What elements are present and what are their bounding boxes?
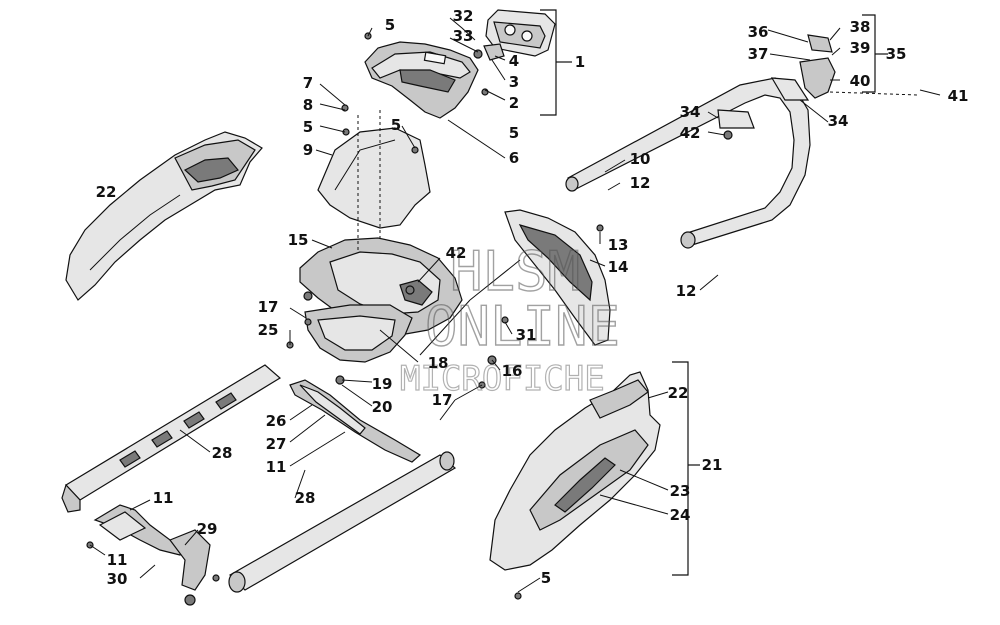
callout-21: 21 (702, 456, 723, 474)
callout-39: 39 (850, 39, 871, 57)
callout-2: 2 (509, 94, 519, 112)
callout-31: 31 (516, 326, 537, 344)
callout-32: 32 (453, 7, 474, 25)
callout-13: 13 (608, 236, 629, 254)
callout-35: 35 (886, 45, 907, 63)
callout-7: 7 (303, 74, 313, 92)
lower-side-panel (489, 371, 661, 571)
callout-36: 36 (748, 23, 769, 41)
callout-27: 27 (266, 435, 287, 453)
handle-clamp-34 (717, 77, 810, 129)
taillight-housing (364, 41, 479, 119)
callout-37: 37 (748, 45, 769, 63)
callout-24: 24 (670, 506, 691, 524)
taillight-lens (485, 9, 556, 57)
right-fender-side (504, 209, 611, 346)
callout-labels: 5 32 33 4 3 2 1 7 8 5 5 5 9 6 22 15 42 1… (96, 7, 969, 588)
callout-17: 17 (258, 298, 279, 316)
callout-34: 34 (680, 103, 701, 121)
callout-22: 22 (668, 384, 689, 402)
handle-bracket-35 (799, 34, 836, 99)
callout-6: 6 (509, 149, 519, 167)
callout-42: 42 (446, 244, 467, 262)
callout-33: 33 (453, 27, 474, 45)
callout-5: 5 (509, 124, 519, 142)
callout-22: 22 (96, 183, 117, 201)
callout-11: 11 (107, 551, 128, 569)
callout-26: 26 (266, 412, 287, 430)
leader-lines (89, 17, 941, 593)
mount-bracket-left (93, 504, 211, 591)
callout-12: 12 (676, 282, 697, 300)
callout-11: 11 (266, 458, 287, 476)
callout-42: 42 (680, 124, 701, 142)
callout-10: 10 (630, 150, 651, 168)
watermark: HLSM ONLINE MICROFICHE (399, 239, 620, 399)
callout-9: 9 (303, 141, 313, 159)
callout-19: 19 (372, 375, 393, 393)
callout-25: 25 (258, 321, 279, 339)
bumper-bar-lower (228, 451, 457, 593)
callout-17: 17 (432, 391, 453, 409)
callout-34: 34 (828, 112, 849, 130)
callout-5: 5 (385, 16, 395, 34)
callout-14: 14 (608, 258, 629, 276)
callout-5: 5 (541, 569, 551, 587)
callout-20: 20 (372, 398, 393, 416)
callout-5: 5 (303, 118, 313, 136)
left-side-panel (65, 131, 263, 301)
bulb-socket (473, 43, 505, 61)
callout-38: 38 (850, 18, 871, 36)
callout-40: 40 (850, 72, 871, 90)
watermark-line-2: ONLINE (425, 295, 620, 358)
group-brackets (540, 9, 888, 576)
watermark-line-1: HLSM (450, 240, 580, 303)
mount-bracket-right (289, 379, 422, 463)
callout-28: 28 (212, 444, 233, 462)
callout-12: 12 (630, 174, 651, 192)
callout-1: 1 (575, 53, 585, 71)
callout-11: 11 (153, 489, 174, 507)
callout-15: 15 (288, 231, 309, 249)
bumper-bar-upper (61, 364, 282, 513)
mount-plate (317, 127, 431, 229)
callout-29: 29 (197, 520, 218, 538)
callout-3: 3 (509, 73, 519, 91)
callout-8: 8 (303, 96, 313, 114)
callout-30: 30 (107, 570, 128, 588)
callout-41: 41 (948, 87, 969, 105)
callout-16: 16 (502, 362, 523, 380)
callout-18: 18 (428, 354, 449, 372)
callout-5: 5 (391, 116, 401, 134)
watermark-line-3: MICROFICHE (400, 359, 605, 399)
reflector-bracket (304, 304, 413, 363)
callout-23: 23 (670, 482, 691, 500)
callout-4: 4 (509, 52, 519, 70)
callout-28: 28 (295, 489, 316, 507)
